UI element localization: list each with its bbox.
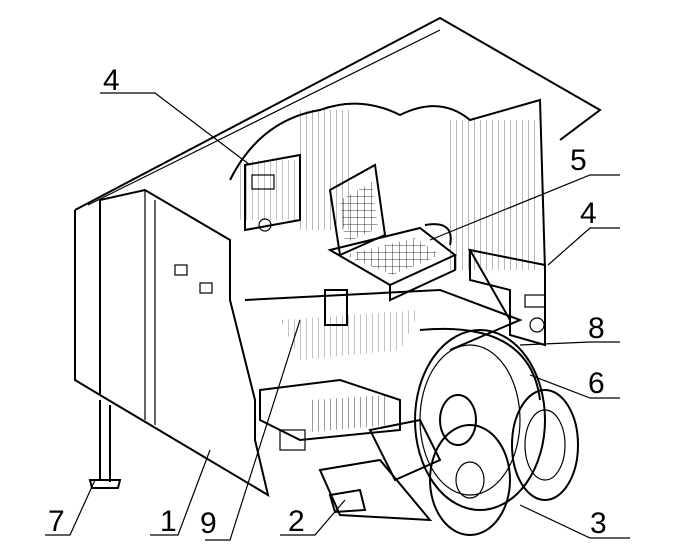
label-4-left: 4 bbox=[103, 64, 120, 97]
control-box-right bbox=[468, 248, 546, 347]
control-box-left bbox=[244, 153, 301, 232]
chute bbox=[318, 458, 433, 522]
operator-seat bbox=[327, 163, 457, 302]
front-wheel bbox=[368, 418, 511, 536]
label-5: 5 bbox=[570, 144, 587, 177]
label-2: 2 bbox=[288, 505, 305, 538]
side-panel bbox=[99, 188, 270, 498]
label-6: 6 bbox=[588, 367, 605, 400]
rear-wheel bbox=[511, 389, 579, 501]
label-3: 3 bbox=[590, 507, 607, 540]
support-leg bbox=[88, 400, 122, 489]
pedal-block bbox=[324, 289, 348, 326]
panel-vent-2 bbox=[199, 282, 213, 294]
drive-wheel bbox=[414, 327, 546, 511]
leader-lines bbox=[45, 92, 630, 541]
label-4-right: 4 bbox=[580, 197, 597, 230]
label-8: 8 bbox=[588, 312, 605, 345]
roof bbox=[74, 16, 602, 396]
interior-walls bbox=[229, 98, 546, 271]
label-9: 9 bbox=[200, 507, 217, 540]
panel-vent-1 bbox=[174, 264, 188, 276]
label-7: 7 bbox=[48, 505, 65, 538]
label-1: 1 bbox=[160, 505, 177, 538]
